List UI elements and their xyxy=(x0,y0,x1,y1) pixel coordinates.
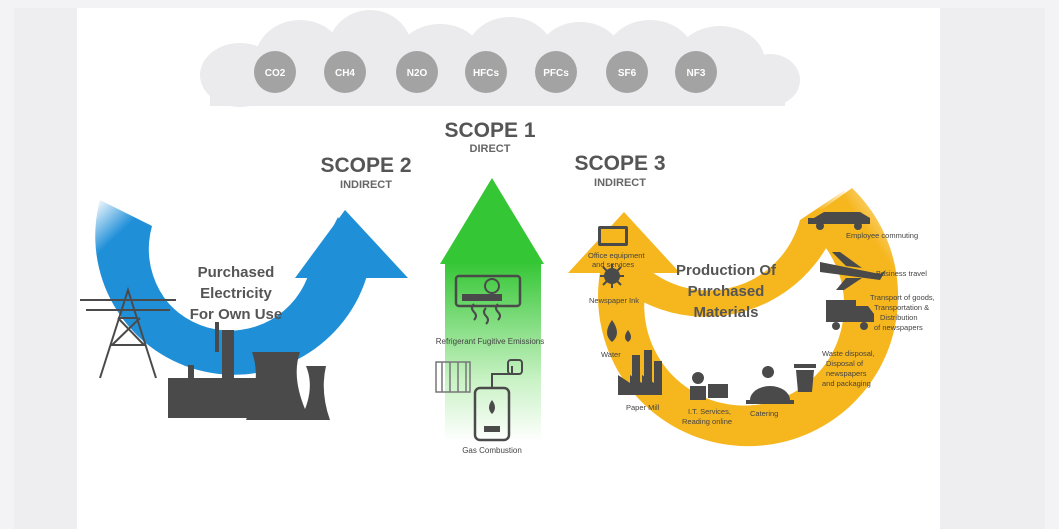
it-label-line-2: Reading online xyxy=(682,417,732,426)
scope2-center-line-2: Electricity xyxy=(200,285,272,302)
airplane-icon xyxy=(820,252,886,290)
scope1-arrow xyxy=(440,178,544,442)
factory-icon xyxy=(168,322,330,420)
office-equipment-icon xyxy=(598,226,628,246)
gas-circle-nf3 xyxy=(675,51,717,93)
ink-label: Newspaper Ink xyxy=(589,296,639,305)
waste-label-line-4: and packaging xyxy=(822,379,871,388)
travel-label: Business travel xyxy=(876,269,927,278)
scope2-arrow xyxy=(95,200,408,375)
scope3-subtitle: INDIRECT xyxy=(594,177,646,189)
gas-circle-co2 xyxy=(254,51,296,93)
office-label-line-2: and services xyxy=(592,260,634,269)
water-label: Water xyxy=(601,350,621,359)
air-conditioner-icon xyxy=(454,274,522,325)
waste-bin-icon xyxy=(794,364,816,392)
transport-label-line-4: of newspapers xyxy=(874,323,923,332)
commuting-label: Employee commuting xyxy=(846,231,918,240)
gas-circle-hfcs xyxy=(465,51,507,93)
paper-mill-label: Paper Mill xyxy=(626,403,660,412)
scope3-center-line-3: Materials xyxy=(693,304,758,321)
waste-label-line-2: Disposal of xyxy=(826,359,864,368)
scope1-title: SCOPE 1 xyxy=(444,119,535,142)
power-plant-icon xyxy=(80,286,176,379)
it-services-icon xyxy=(690,372,728,400)
transport-label-line-1: Transport of goods, xyxy=(870,293,935,302)
left-margin xyxy=(14,8,77,529)
it-label-line-1: I.T. Services, xyxy=(688,407,731,416)
waste-label-line-1: Waste disposal, xyxy=(822,349,875,358)
gas-circle-pfcs xyxy=(535,51,577,93)
gas-label-n2o: N2O xyxy=(407,68,428,79)
gas-circle-n2o xyxy=(396,51,438,93)
gas-combustion-label: Gas Combustion xyxy=(462,446,522,455)
gas-label-ch4: CH4 xyxy=(335,68,355,79)
right-margin xyxy=(940,8,1045,529)
transport-label-line-2: Transportation & xyxy=(874,303,929,312)
gas-boiler-icon xyxy=(435,359,523,442)
gas-circles: CO2 CH4 N2O HFCs PFCs SF6 NF3 xyxy=(254,51,717,93)
transport-label-line-3: Distribution xyxy=(880,313,918,322)
office-label-line-1: Office equipment xyxy=(588,251,645,260)
gas-label-co2: CO2 xyxy=(265,68,286,79)
gas-circle-sf6 xyxy=(606,51,648,93)
catering-label: Catering xyxy=(750,409,778,418)
scope1-subtitle: DIRECT xyxy=(470,143,511,155)
scope3-title: SCOPE 3 xyxy=(574,152,665,175)
catering-icon xyxy=(746,366,794,404)
scope2-title: SCOPE 2 xyxy=(320,154,411,177)
ink-icon xyxy=(600,264,624,288)
scope2-subtitle: INDIRECT xyxy=(340,179,392,191)
scope3-center-line-1: Production Of xyxy=(676,262,777,279)
gas-label-hfcs: HFCs xyxy=(473,68,500,79)
gas-label-pfcs: PFCs xyxy=(543,68,569,79)
scope3-center-line-2: Purchased xyxy=(688,283,765,300)
waste-label-line-3: newspapers xyxy=(826,369,867,378)
truck-icon xyxy=(826,300,874,330)
gas-label-nf3: NF3 xyxy=(687,68,706,79)
paper-mill-icon xyxy=(618,350,662,395)
water-drop-icon xyxy=(607,320,631,342)
scope2-center-line-1: Purchased xyxy=(198,264,275,281)
car-icon xyxy=(808,212,870,230)
refrigerant-label: Refrigerant Fugitive Emissions xyxy=(436,337,544,346)
gas-label-sf6: SF6 xyxy=(618,68,637,79)
scope2-center-line-3: For Own Use xyxy=(190,306,283,323)
gas-circle-ch4 xyxy=(324,51,366,93)
